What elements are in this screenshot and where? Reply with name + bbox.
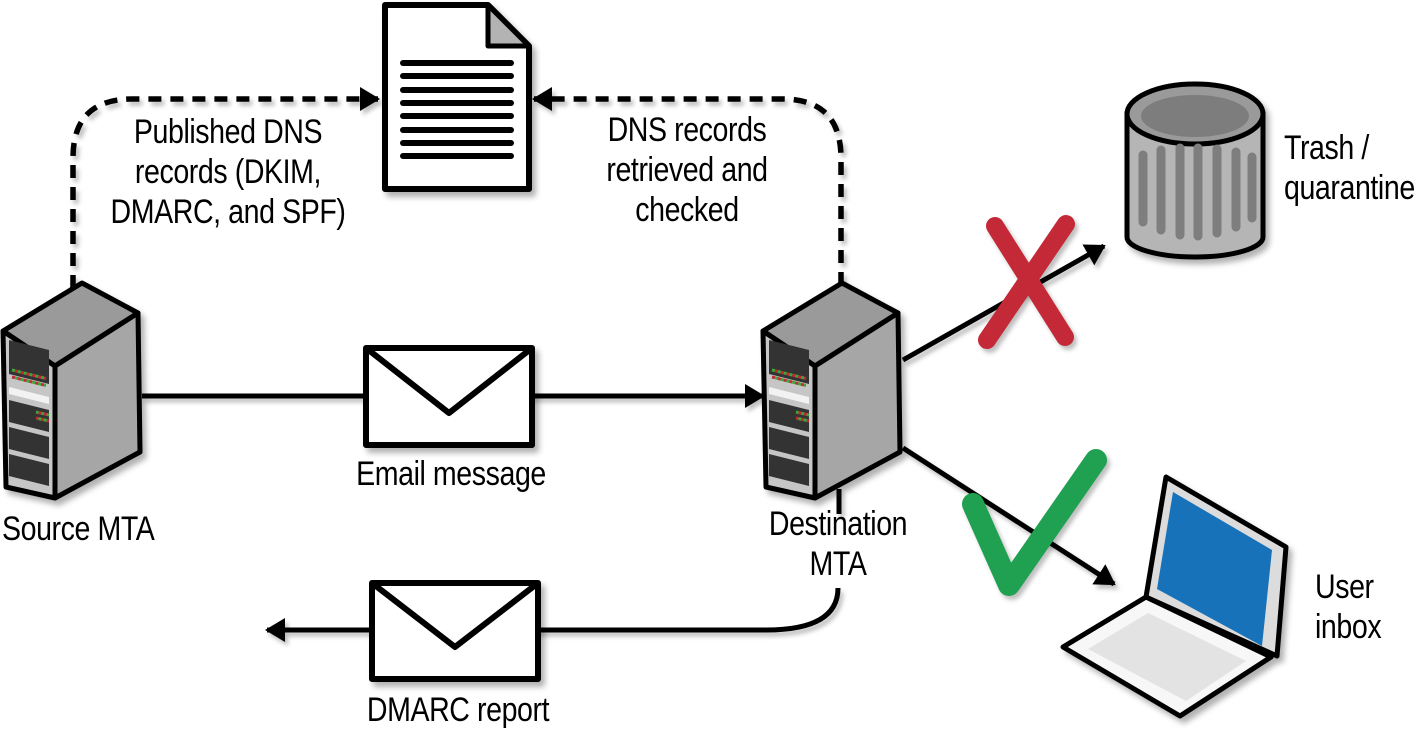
laptop-keyboard: [1088, 613, 1246, 701]
source-mta-label: Source MTA: [2, 510, 155, 548]
dns-retrieved-label: DNS records retrieved and checked: [606, 111, 768, 229]
user-inbox-label: User inbox: [1315, 568, 1382, 646]
email-message-envelope-icon: [363, 345, 535, 448]
source-mta-server-icon: [0, 280, 143, 501]
laptop-screen: [1157, 492, 1272, 646]
document-text-lines: [400, 60, 514, 159]
destination-mta-label: Destination MTA: [768, 505, 908, 583]
dmarc-report-arrow: [265, 587, 841, 642]
server-led-lights: [11, 368, 50, 423]
laptop-icon: [1060, 474, 1289, 719]
pass-check-icon: [962, 449, 1107, 596]
published-dns-dashed-arrow: [70, 87, 380, 288]
dmarc-report-envelope-icon: [369, 580, 541, 682]
to-inbox-arrow: [901, 445, 1116, 587]
trash-can-ridges: [1138, 143, 1257, 241]
dns-document-icon: [382, 2, 532, 192]
email-message-label: Email message: [356, 455, 546, 493]
trash-quarantine-label: Trash / quarantine: [1284, 129, 1415, 207]
document-fold-corner: [485, 2, 532, 49]
trash-can-icon: [1124, 81, 1266, 260]
destination-mta-server-icon: [763, 283, 900, 498]
fail-x-icon: [978, 215, 1075, 349]
published-dns-label: Published DNS records (DKIM, DMARC, and …: [110, 113, 346, 231]
dmarc-report-label: DMARC report: [366, 691, 550, 729]
